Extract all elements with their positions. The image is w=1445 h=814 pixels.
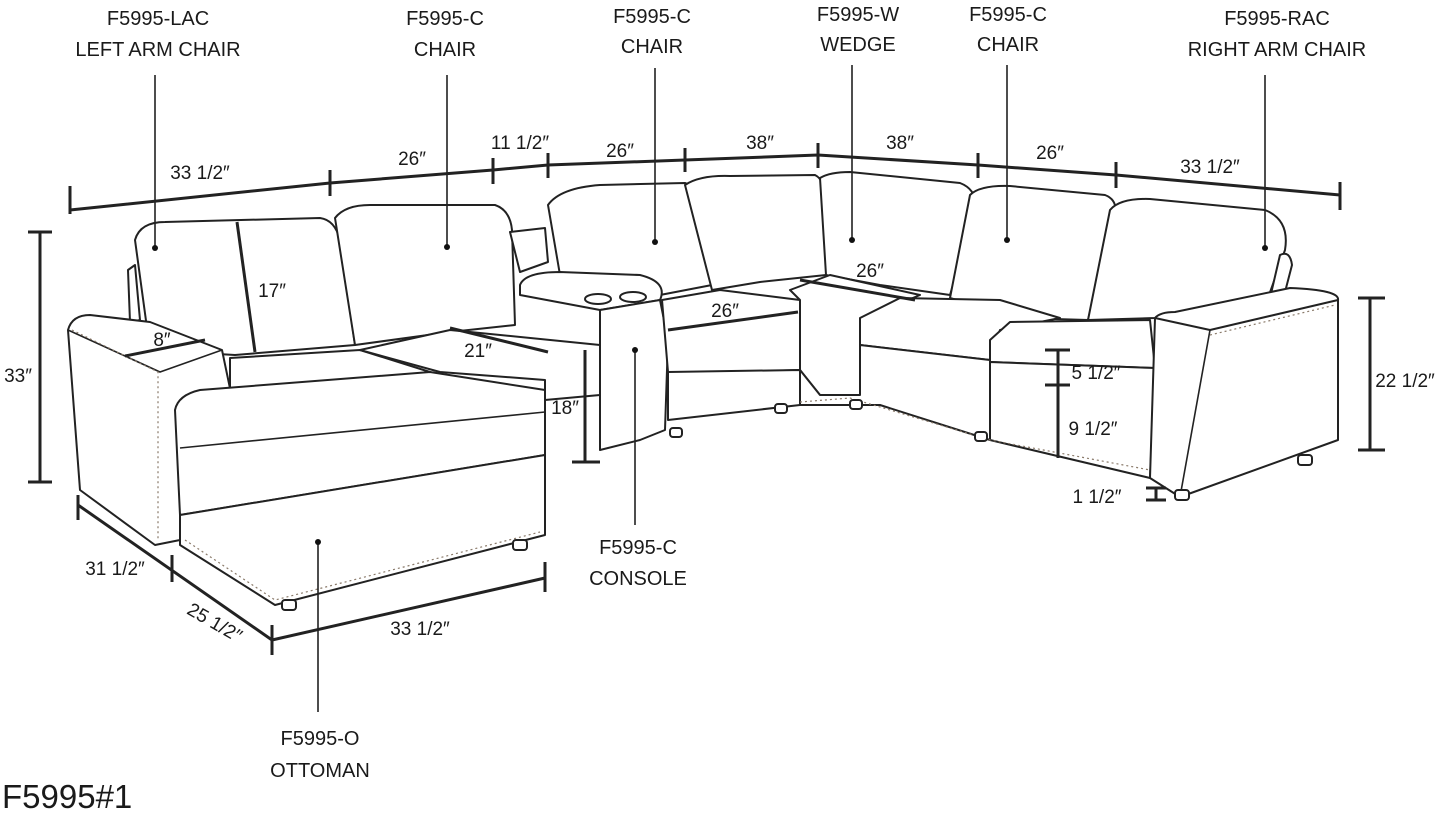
dim-overall-height: 33″ <box>4 366 32 387</box>
nailhead-trim <box>799 397 1151 471</box>
chair-2-name: CHAIR <box>621 36 683 58</box>
rac-arm-corner <box>1179 329 1211 498</box>
chair-1-code: F5995-C <box>406 8 484 30</box>
rac-name: RIGHT ARM CHAIR <box>1188 39 1367 61</box>
dim-cushion-thickness: 5 1/2″ <box>1072 363 1121 384</box>
wedge-name: WEDGE <box>820 34 896 56</box>
chair-2-code: F5995-C <box>613 6 691 28</box>
console-name: CONSOLE <box>589 568 687 590</box>
top-dim-rac: 33 1/2″ <box>1180 157 1240 178</box>
leader-lines <box>154 65 1266 712</box>
ottoman-nailhead <box>184 531 541 601</box>
top-dim-chair-3: 26″ <box>1036 143 1064 164</box>
lac-name: LEFT ARM CHAIR <box>75 39 240 61</box>
lac-code: F5995-LAC <box>107 8 209 30</box>
dim-ottoman-width: 33 1/2″ <box>390 619 450 640</box>
dim-chair-seat-width: 26″ <box>711 301 739 322</box>
dim-leg-height: 1 1/2″ <box>1073 487 1122 508</box>
chair-seat-width-line <box>667 310 799 332</box>
arm-width-line <box>124 338 206 358</box>
lac-nailhead <box>71 329 159 540</box>
rac-back-cushion <box>1087 197 1287 321</box>
lac-arm-top-edge <box>67 329 223 373</box>
leg-dimension-line <box>1146 486 1166 502</box>
leader-dots <box>152 237 1268 545</box>
rac-code: F5995-RAC <box>1224 8 1330 30</box>
top-dim-wedge-left: 38″ <box>746 133 774 154</box>
lac-arm-back <box>127 264 141 323</box>
cup-holder-2 <box>619 291 647 303</box>
chair-1-back-cushion <box>334 204 516 346</box>
chair-3-code: F5995-C <box>969 4 1047 26</box>
ottoman-code: F5995-O <box>281 728 360 750</box>
ottoman-base <box>179 454 546 606</box>
ottoman-cushion <box>174 371 546 516</box>
ottoman-cushion-edge <box>179 411 546 449</box>
console-back <box>509 227 549 273</box>
legs <box>281 399 1313 611</box>
dim-arm-width: 8″ <box>153 330 171 351</box>
seat-height-line <box>572 350 600 464</box>
console-code: F5995-C <box>599 537 677 559</box>
rac-arm-back <box>1269 252 1293 299</box>
top-dim-wedge-right: 38″ <box>886 133 914 154</box>
arm-height-dimension-line <box>1358 296 1385 452</box>
ottoman-name: OTTOMAN <box>270 760 370 782</box>
height-dimension-line <box>28 230 52 484</box>
rac-seat <box>989 319 1156 369</box>
sofa-illustration <box>67 171 1339 611</box>
chair-1-name: CHAIR <box>414 39 476 61</box>
rac-nailhead <box>1209 304 1336 336</box>
dim-seat-height: 18″ <box>551 398 579 419</box>
chair-1-seat <box>359 329 601 401</box>
console-body <box>599 299 669 451</box>
chair-3-name: CHAIR <box>977 34 1039 56</box>
dimension-lines <box>28 143 1385 655</box>
model-number: F5995#1 <box>2 778 132 814</box>
top-dim-chair-1: 26″ <box>398 149 426 170</box>
rac-arm <box>1149 287 1339 498</box>
dim-seat-base-height: 9 1/2″ <box>1069 419 1118 440</box>
dim-ottoman-depth: 25 1/2″ <box>183 599 245 647</box>
dim-back-height: 17″ <box>258 281 286 302</box>
back-height-line <box>235 221 257 353</box>
wedge-back-cushion <box>819 171 977 296</box>
dim-arm-height: 22 1/2″ <box>1375 371 1435 392</box>
cushion-dimension-line <box>1045 348 1070 458</box>
wedge-code: F5995-W <box>817 4 899 26</box>
dim-seat-depth: 21″ <box>464 341 492 362</box>
top-dim-console: 11 1/2″ <box>491 133 549 154</box>
dim-chaise-depth: 31 1/2″ <box>85 559 145 580</box>
cup-holder-1 <box>584 293 612 305</box>
wedge-seat-line <box>799 278 916 302</box>
top-dim-chair-2: 26″ <box>606 141 634 162</box>
top-dim-lac: 33 1/2″ <box>170 163 230 184</box>
wedge-chair-base <box>799 344 991 441</box>
chaise-dimension-lines <box>76 495 547 655</box>
seat-depth-line <box>449 326 549 354</box>
dim-wedge-seat: 26″ <box>856 261 884 282</box>
